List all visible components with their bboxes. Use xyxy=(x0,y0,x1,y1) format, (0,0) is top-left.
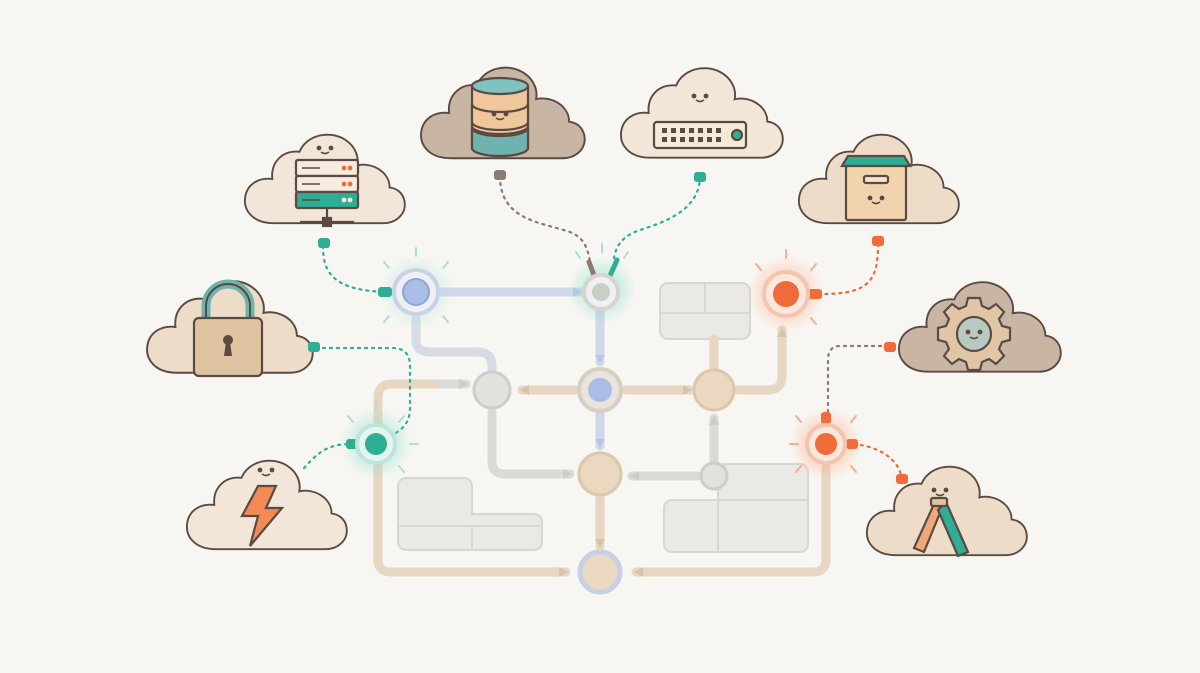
lightning-icon xyxy=(240,484,285,547)
connector-storage xyxy=(820,242,880,296)
node-small-gray xyxy=(699,461,729,491)
cloud-security xyxy=(145,279,320,378)
network-switch-icon xyxy=(652,120,748,150)
gear-icon xyxy=(936,296,1012,372)
node-bottom xyxy=(577,549,623,595)
path-outer-right xyxy=(631,463,831,577)
gateway-orange-top xyxy=(748,249,824,332)
path-gateway-down xyxy=(411,313,497,377)
flow-nodes xyxy=(472,367,736,595)
gateway-blue xyxy=(378,247,454,330)
gateway-split xyxy=(568,243,636,324)
node-left xyxy=(472,370,512,410)
analytics-a-icon xyxy=(912,496,970,558)
padlock-icon xyxy=(192,279,264,378)
connector-security xyxy=(314,346,412,438)
cloud-network-switch xyxy=(619,67,784,182)
cloud-serverless xyxy=(185,459,348,551)
connector-settings xyxy=(826,344,890,428)
connector-analytics xyxy=(850,442,904,482)
server-rack-icon xyxy=(294,158,360,228)
database-icon xyxy=(470,76,530,158)
connector-switch xyxy=(612,174,702,260)
path-right-up xyxy=(733,325,787,395)
gateway-orange-right xyxy=(789,408,862,480)
node-right xyxy=(692,368,736,412)
cloud-analytics xyxy=(865,465,1028,558)
panel-bottom-left xyxy=(397,477,543,551)
connector-server-rack xyxy=(321,244,394,294)
node-lower-center xyxy=(577,451,623,497)
gateway-teal-left xyxy=(340,401,419,480)
connector-database xyxy=(498,174,592,264)
cloud-storage-box xyxy=(797,133,960,246)
archive-box-icon xyxy=(840,154,912,222)
cloud-database xyxy=(419,66,586,180)
cloud-settings xyxy=(884,281,1062,373)
gateways xyxy=(340,243,862,480)
cloud-server-rack xyxy=(243,133,406,248)
clouds xyxy=(145,66,1062,558)
path-left-down xyxy=(487,407,575,479)
